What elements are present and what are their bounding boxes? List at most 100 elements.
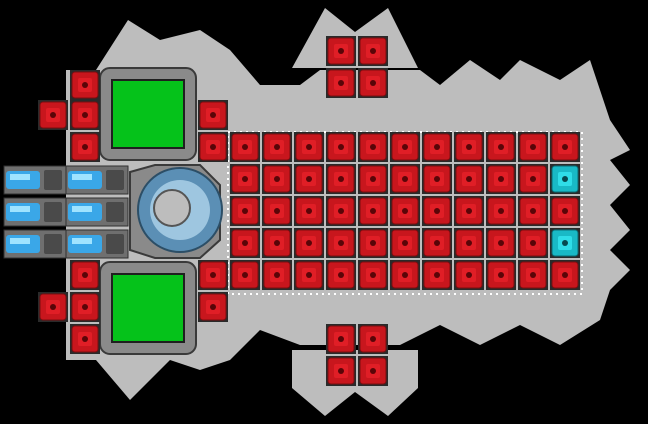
block-center bbox=[562, 240, 568, 246]
armor-block-icon[interactable] bbox=[358, 196, 388, 226]
armor-block-icon[interactable] bbox=[230, 196, 260, 226]
armor-block-icon[interactable] bbox=[326, 260, 356, 290]
armor-block-icon[interactable] bbox=[390, 164, 420, 194]
armor-block-icon[interactable] bbox=[550, 196, 580, 226]
block-center bbox=[434, 144, 440, 150]
armor-block-icon[interactable] bbox=[38, 100, 68, 130]
reactor-core-icon[interactable] bbox=[129, 164, 223, 259]
armor-block-icon[interactable] bbox=[390, 196, 420, 226]
armor-block-icon[interactable] bbox=[486, 132, 516, 162]
armor-block-icon[interactable] bbox=[262, 132, 292, 162]
armor-block-icon[interactable] bbox=[422, 132, 452, 162]
armor-block-icon[interactable] bbox=[358, 356, 388, 386]
block-center bbox=[466, 240, 472, 246]
armor-block-icon[interactable] bbox=[358, 36, 388, 66]
armor-block-icon[interactable] bbox=[422, 196, 452, 226]
block-center bbox=[370, 144, 376, 150]
block-center bbox=[82, 82, 88, 88]
armor-block-icon[interactable] bbox=[230, 132, 260, 162]
armor-block-icon[interactable] bbox=[262, 164, 292, 194]
block-grid bbox=[38, 36, 580, 386]
block-center bbox=[210, 112, 216, 118]
armor-block-icon[interactable] bbox=[486, 228, 516, 258]
armor-block-icon[interactable] bbox=[518, 196, 548, 226]
armor-block-icon[interactable] bbox=[486, 260, 516, 290]
armor-block-icon[interactable] bbox=[518, 164, 548, 194]
block-center bbox=[498, 240, 504, 246]
armor-block-icon[interactable] bbox=[198, 132, 228, 162]
armor-block-icon[interactable] bbox=[454, 228, 484, 258]
armor-block-icon[interactable] bbox=[454, 132, 484, 162]
armor-block-icon[interactable] bbox=[326, 196, 356, 226]
armor-block-icon[interactable] bbox=[230, 164, 260, 194]
armor-block-icon[interactable] bbox=[230, 260, 260, 290]
block-center bbox=[50, 304, 56, 310]
power-cell-icon[interactable] bbox=[550, 164, 580, 194]
armor-block-icon[interactable] bbox=[390, 260, 420, 290]
armor-block-icon[interactable] bbox=[326, 36, 356, 66]
hatch-bottom[interactable] bbox=[99, 261, 197, 355]
armor-block-icon[interactable] bbox=[262, 260, 292, 290]
armor-block-icon[interactable] bbox=[70, 70, 100, 100]
armor-block-icon[interactable] bbox=[262, 196, 292, 226]
armor-block-icon[interactable] bbox=[454, 164, 484, 194]
armor-block-icon[interactable] bbox=[326, 164, 356, 194]
block-center bbox=[498, 272, 504, 278]
armor-block-icon[interactable] bbox=[422, 260, 452, 290]
armor-block-icon[interactable] bbox=[198, 292, 228, 322]
armor-block-icon[interactable] bbox=[422, 164, 452, 194]
armor-block-icon[interactable] bbox=[358, 324, 388, 354]
armor-block-icon[interactable] bbox=[326, 68, 356, 98]
armor-block-icon[interactable] bbox=[326, 324, 356, 354]
armor-block-icon[interactable] bbox=[390, 132, 420, 162]
thruster-icon[interactable] bbox=[3, 165, 67, 195]
armor-block-icon[interactable] bbox=[70, 292, 100, 322]
armor-block-icon[interactable] bbox=[358, 132, 388, 162]
armor-block-icon[interactable] bbox=[294, 228, 324, 258]
armor-block-icon[interactable] bbox=[518, 228, 548, 258]
armor-block-icon[interactable] bbox=[454, 260, 484, 290]
armor-block-icon[interactable] bbox=[486, 164, 516, 194]
armor-block-icon[interactable] bbox=[70, 324, 100, 354]
thruster-icon[interactable] bbox=[65, 197, 129, 227]
block-center bbox=[466, 144, 472, 150]
armor-block-icon[interactable] bbox=[550, 132, 580, 162]
block-center bbox=[338, 144, 344, 150]
armor-block-icon[interactable] bbox=[326, 228, 356, 258]
armor-block-icon[interactable] bbox=[294, 164, 324, 194]
armor-block-icon[interactable] bbox=[486, 196, 516, 226]
block-center bbox=[466, 176, 472, 182]
armor-block-icon[interactable] bbox=[422, 228, 452, 258]
armor-block-icon[interactable] bbox=[518, 260, 548, 290]
armor-block-icon[interactable] bbox=[294, 196, 324, 226]
block-center bbox=[242, 240, 248, 246]
armor-block-icon[interactable] bbox=[262, 228, 292, 258]
thruster-icon[interactable] bbox=[65, 229, 129, 259]
block-center bbox=[402, 176, 408, 182]
armor-block-icon[interactable] bbox=[358, 260, 388, 290]
armor-block-icon[interactable] bbox=[326, 356, 356, 386]
armor-block-icon[interactable] bbox=[198, 260, 228, 290]
armor-block-icon[interactable] bbox=[454, 196, 484, 226]
armor-block-icon[interactable] bbox=[326, 132, 356, 162]
armor-block-icon[interactable] bbox=[358, 68, 388, 98]
thruster-icon[interactable] bbox=[3, 229, 67, 259]
armor-block-icon[interactable] bbox=[518, 132, 548, 162]
thruster-icon[interactable] bbox=[65, 165, 129, 195]
power-cell-icon[interactable] bbox=[550, 228, 580, 258]
armor-block-icon[interactable] bbox=[294, 132, 324, 162]
thruster-highlight bbox=[10, 238, 30, 244]
armor-block-icon[interactable] bbox=[70, 260, 100, 290]
hatch-top[interactable] bbox=[99, 67, 197, 161]
armor-block-icon[interactable] bbox=[198, 100, 228, 130]
armor-block-icon[interactable] bbox=[294, 260, 324, 290]
armor-block-icon[interactable] bbox=[230, 228, 260, 258]
armor-block-icon[interactable] bbox=[70, 100, 100, 130]
armor-block-icon[interactable] bbox=[358, 228, 388, 258]
armor-block-icon[interactable] bbox=[550, 260, 580, 290]
armor-block-icon[interactable] bbox=[70, 132, 100, 162]
armor-block-icon[interactable] bbox=[390, 228, 420, 258]
armor-block-icon[interactable] bbox=[358, 164, 388, 194]
thruster-icon[interactable] bbox=[3, 197, 67, 227]
armor-block-icon[interactable] bbox=[38, 292, 68, 322]
